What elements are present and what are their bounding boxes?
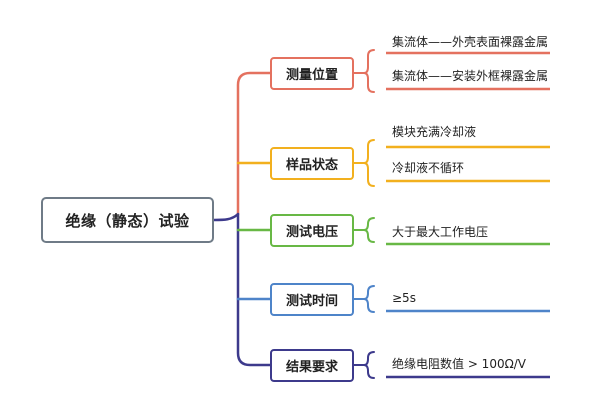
leaf-text-4-0[interactable]: 绝缘电阻数值 > 100Ω/V: [392, 357, 527, 371]
leaf-text-1-1[interactable]: 冷却液不循环: [392, 161, 465, 175]
branch-test-voltage[interactable]: 测试电压: [270, 214, 354, 247]
leaf-text-0-0[interactable]: 集流体——外壳表面裸露金属: [392, 35, 549, 49]
bracket-2: [363, 217, 375, 243]
stem-upper: [236, 71, 272, 216]
bracket-4: [363, 351, 375, 379]
leaf-text-3-0[interactable]: ≥5s: [392, 291, 416, 305]
branch-sample-state[interactable]: 样品状态: [270, 147, 354, 180]
branch-test-time[interactable]: 测试时间: [270, 283, 354, 316]
stem-lower: [236, 212, 272, 367]
root-link: [212, 212, 240, 222]
leaf-text-0-1[interactable]: 集流体——安装外框裸露金属: [392, 69, 549, 83]
leaf-text-2-0[interactable]: 大于最大工作电压: [392, 225, 489, 239]
root-node[interactable]: 绝缘（静态）试验: [41, 197, 214, 243]
bracket-0: [363, 49, 375, 93]
leaf-text-1-0[interactable]: 模块充满冷却液: [392, 125, 477, 139]
branch-measurement-position[interactable]: 测量位置: [270, 57, 354, 90]
bracket-1: [363, 139, 375, 187]
bracket-3: [363, 285, 375, 313]
branch-result-requirement[interactable]: 结果要求: [270, 349, 354, 382]
